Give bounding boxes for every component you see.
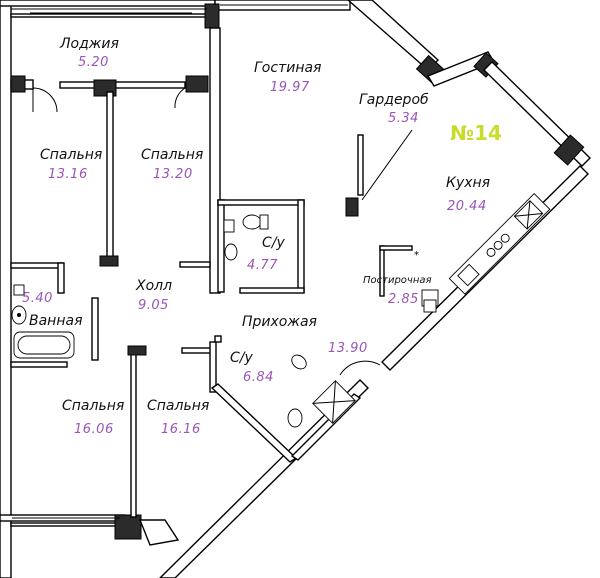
asterisk-icon: * <box>414 250 419 261</box>
room-name-wc-1: С/у <box>262 235 285 251</box>
room-area-bedroom-3: 16.06 <box>74 422 114 437</box>
room-name-laundry: Постирочная <box>363 275 432 286</box>
room-area-wardrobe: 5.34 <box>388 111 419 126</box>
loggia-glazing <box>11 4 348 519</box>
toilet-icon <box>242 214 262 230</box>
room-name-bedroom-1: Спальня <box>40 147 102 163</box>
labels: №14 Лоджия 5.20 Гостиная 19.97 Гардероб … <box>22 36 502 437</box>
room-name-wardrobe: Гардероб <box>359 92 429 108</box>
room-area-bedroom-4: 16.16 <box>161 422 201 437</box>
room-name-wc-2: С/у <box>230 350 253 366</box>
room-name-bedroom-2: Спальня <box>141 147 203 163</box>
room-name-bedroom-4: Спальня <box>147 398 209 414</box>
room-area-bathroom: 5.40 <box>22 291 53 306</box>
room-area-bedroom-2: 13.20 <box>153 167 193 182</box>
wc1-sink-icon <box>224 243 238 261</box>
washing-machine-icon <box>13 284 25 296</box>
kitchen-counter <box>448 193 551 295</box>
room-area-loggia: 5.20 <box>78 55 109 70</box>
shower-icon <box>312 380 356 424</box>
room-area-bedroom-1: 13.16 <box>48 167 88 182</box>
room-area-living: 19.97 <box>270 80 310 95</box>
room-name-living: Гостиная <box>254 60 321 76</box>
wc2-toilet-icon <box>291 354 307 370</box>
room-name-hall: Холл <box>135 278 172 294</box>
room-area-hall: 9.05 <box>138 298 169 313</box>
fixtures: * <box>11 193 551 428</box>
room-name-entrance: Прихожая <box>242 314 317 330</box>
room-area-laundry: 2.85 <box>388 292 419 307</box>
apartment-number: №14 <box>450 121 502 145</box>
interior-walls <box>10 91 413 518</box>
room-name-bathroom: Ванная <box>29 313 83 329</box>
room-area-wc-1: 4.77 <box>247 258 278 273</box>
room-name-loggia: Лоджия <box>59 36 119 52</box>
room-name-bedroom-3: Спальня <box>62 398 124 414</box>
room-area-wc-2: 6.84 <box>243 370 274 385</box>
room-area-entrance: 13.90 <box>328 341 368 356</box>
room-area-kitchen: 20.44 <box>447 199 487 214</box>
room-name-kitchen: Кухня <box>446 175 490 191</box>
